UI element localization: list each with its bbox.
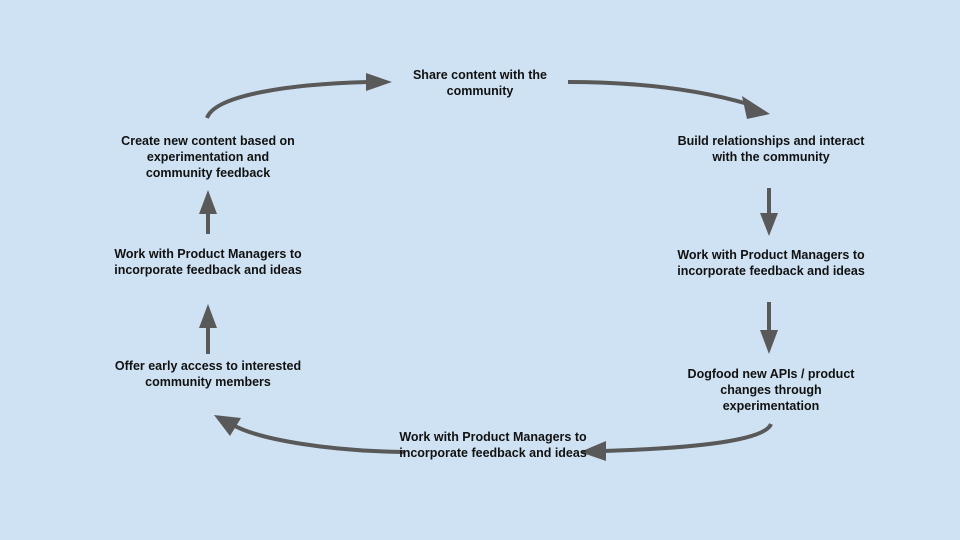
arrow-share-to-build bbox=[567, 80, 749, 106]
arrowhead-pm-bottom bbox=[580, 441, 606, 461]
arrowhead-dogfood bbox=[760, 330, 778, 354]
arrowhead-share bbox=[366, 73, 392, 91]
arrowhead-pm-left bbox=[199, 304, 217, 328]
node-dogfood-apis: Dogfood new APIs / product changes throu… bbox=[687, 367, 855, 413]
node-pm-feedback-bottom: Work with Product Managers to incorporat… bbox=[399, 430, 587, 460]
node-build-relationships: Build relationships and interact with th… bbox=[677, 134, 865, 164]
arrowhead-pm-right bbox=[760, 213, 778, 236]
arrow-dogfood-to-pm-bottom bbox=[603, 422, 773, 453]
node-create-content: Create new content based on experimentat… bbox=[121, 134, 295, 180]
node-pm-feedback-left: Work with Product Managers to incorporat… bbox=[114, 247, 302, 277]
node-offer-early-access: Offer early access to interested communi… bbox=[114, 359, 302, 389]
arrow-pm-bottom-to-offer bbox=[232, 423, 405, 454]
arrowhead-create bbox=[199, 190, 217, 214]
node-share-content: Share content with the community bbox=[412, 68, 548, 98]
arrowhead-build bbox=[742, 96, 770, 119]
arrowhead-offer bbox=[214, 415, 241, 436]
node-pm-feedback-right: Work with Product Managers to incorporat… bbox=[677, 248, 865, 278]
arrow-create-to-share bbox=[205, 80, 369, 119]
